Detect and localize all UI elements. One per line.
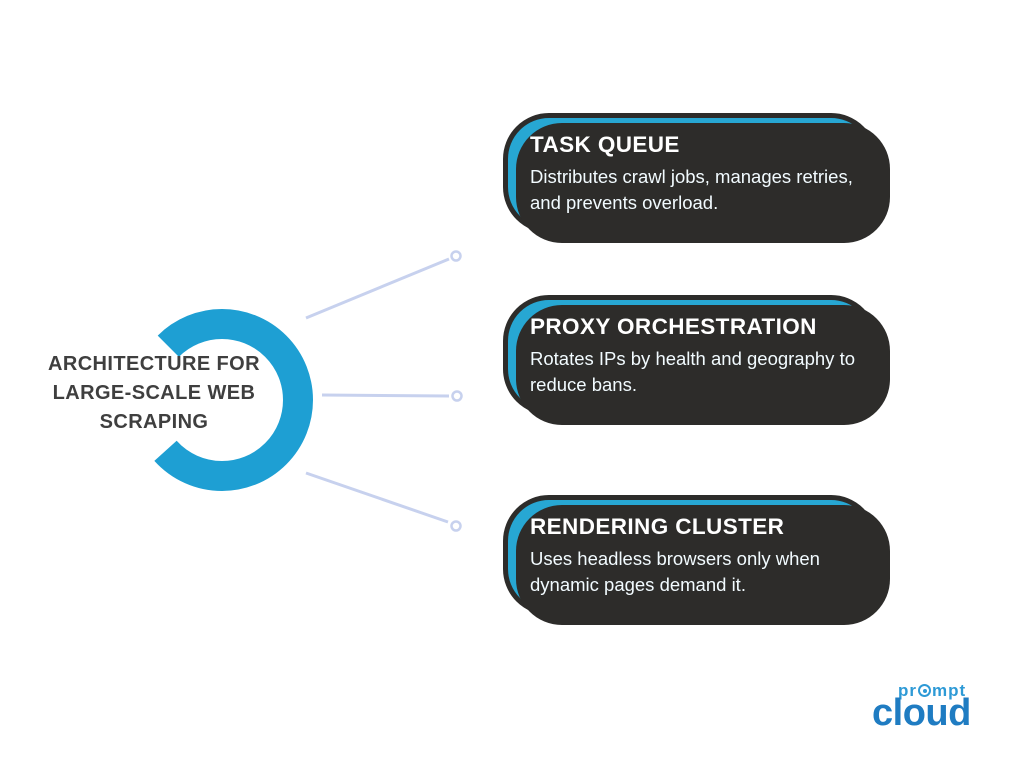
diagram-title-line-2: LARGE-SCALE WEB [52, 382, 256, 404]
card-proxy-orchestration: PROXY ORCHESTRATION Rotates IPs by healt… [503, 295, 877, 415]
connector-node-3 [450, 520, 462, 532]
promptcloud-logo-cloud: cloud [872, 692, 971, 734]
card-proxy-orchestration-description: Rotates IPs by health and geography to r… [530, 348, 855, 395]
card-rendering-cluster-description: Uses headless browsers only when dynamic… [530, 548, 820, 595]
logo-text-pre: pr [898, 681, 917, 700]
hub-ring [131, 309, 313, 491]
target-icon [918, 684, 931, 697]
card-task-queue-heading: TASK QUEUE [530, 132, 680, 157]
connector-node-2 [451, 390, 463, 402]
card-rendering-cluster: RENDERING CLUSTER Uses headless browsers… [503, 495, 877, 615]
connector-line-3 [305, 471, 449, 524]
diagram-title: ARCHITECTURE FOR LARGE-SCALE WEB SCRAPIN… [28, 350, 280, 437]
card-rendering-cluster-heading: RENDERING CLUSTER [530, 514, 785, 539]
diagram-title-line-1: ARCHITECTURE FOR [48, 353, 260, 375]
promptcloud-logo: pr mpt cloud [872, 682, 992, 732]
card-task-queue: TASK QUEUE Distributes crawl jobs, manag… [503, 113, 877, 233]
card-proxy-orchestration-heading: PROXY ORCHESTRATION [530, 314, 817, 339]
logo-text-post: mpt [932, 681, 967, 700]
card-task-queue-description: Distributes crawl jobs, manages retries,… [530, 166, 853, 213]
connector-line-2 [321, 393, 450, 398]
promptcloud-logo-prompt: pr mpt [898, 682, 992, 699]
diagram-title-line-3: SCRAPING [99, 411, 209, 433]
connector-line-1 [305, 257, 450, 320]
connector-node-1 [450, 250, 462, 262]
